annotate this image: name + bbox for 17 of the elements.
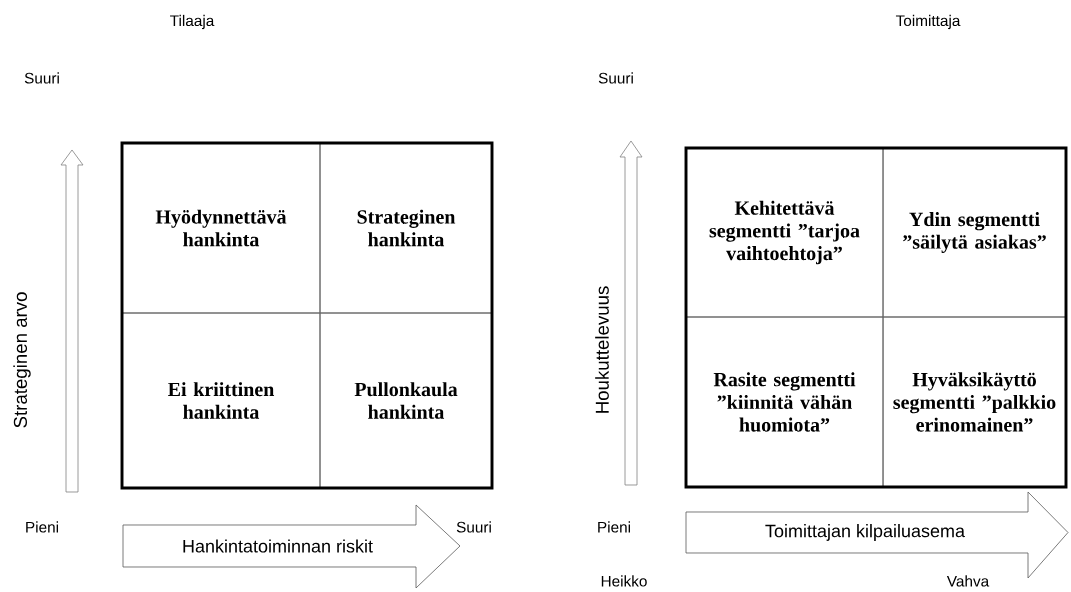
matrix-cell: Pullonkaula hankinta (319, 312, 493, 489)
matrix-cell: Ydin segmentti ”säilytä asiakas” (882, 147, 1067, 318)
axis-label: Suuri (598, 72, 633, 84)
axis-title: Houkuttelevuus (595, 286, 609, 413)
matrix-cell: Strateginen hankinta (319, 142, 493, 314)
column-heading: Toimittaja (895, 14, 961, 30)
axis-label: Pieni (26, 521, 58, 533)
axis-title: Strateginen arvo (13, 292, 31, 428)
axis-label: Heikko (601, 575, 647, 587)
axis-label: Pieni (598, 521, 630, 533)
axis-label: Suuri (24, 72, 59, 84)
matrix-cell: Rasite segmentti ”kiinnitä vähän huomiota” (685, 316, 884, 488)
matrix-cell: Hyödynnettävä hankinta (121, 142, 321, 314)
matrix-cell: Kehitettävä segmentti ”tarjoa vaihtoehtoja” (685, 147, 884, 318)
column-heading: Tilaaja (170, 14, 215, 30)
matrix-cell: Hyväksikäyttö segmentti ”palkkio erinomainen” (882, 316, 1067, 488)
matrix-cell: Ei kriittinen hankinta (121, 312, 321, 489)
